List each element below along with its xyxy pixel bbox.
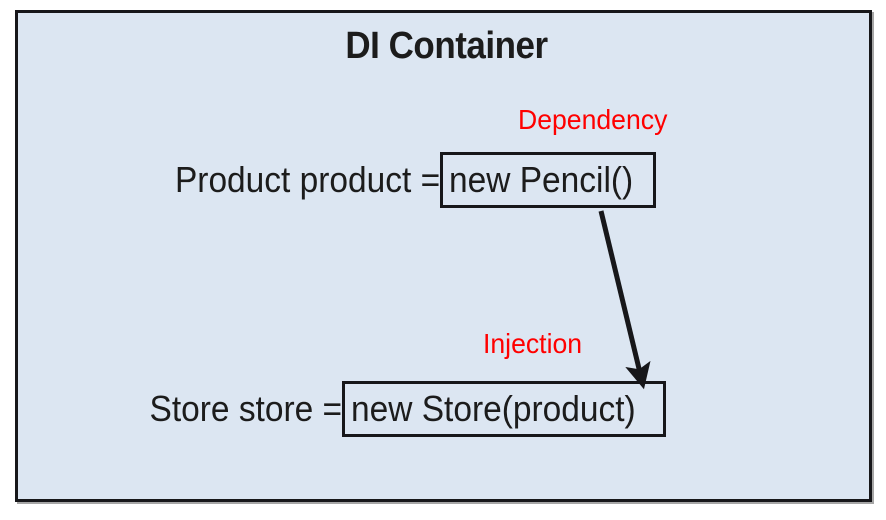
product-declaration-lhs: Product product = [174, 159, 441, 200]
injection-label: Injection [483, 328, 583, 359]
dependency-expression-text: new Pencil() [449, 159, 634, 200]
statement-store-declaration: Store store = new Store(product) [135, 381, 667, 437]
dependency-expression-box: new Pencil() [440, 152, 657, 208]
statement-product-declaration: Product product = new Pencil() [155, 152, 657, 208]
dependency-label: Dependency [518, 104, 668, 135]
injection-expression-box: new Store(product) [342, 381, 667, 437]
di-container-panel: DI Container [15, 10, 872, 502]
page-title: DI Container [345, 25, 548, 67]
store-declaration-lhs: Store store = [149, 388, 343, 429]
injection-expression-text: new Store(product) [351, 388, 636, 429]
